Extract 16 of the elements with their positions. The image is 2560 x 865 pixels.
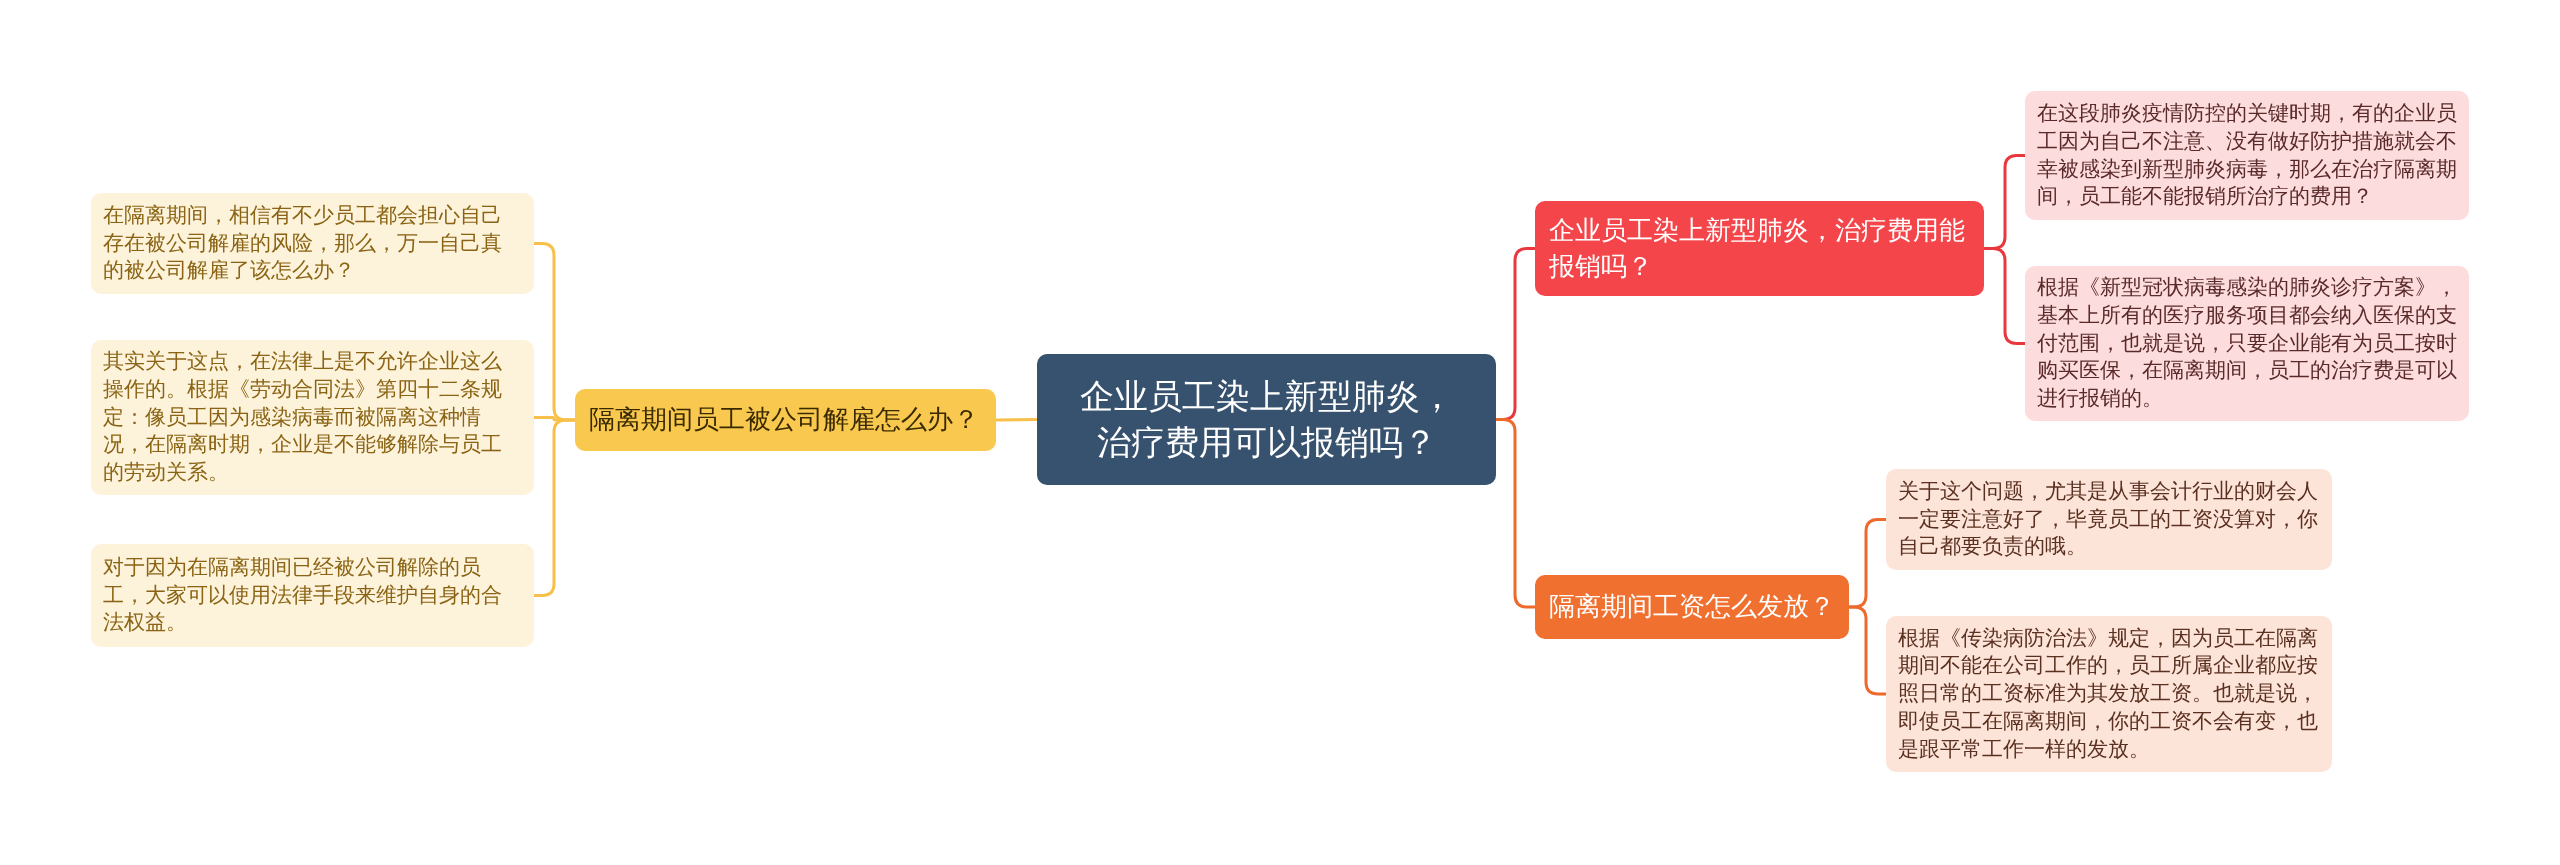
note-box: 根据《新型冠状病毒感染的肺炎诊疗方案》，基本上所有的医疗服务项目都会纳入医保的支付范围，也就是说，只要企业能有为员工按时购买医保，在隔离期间，员工的治疗费是可以进行报销的。 (2025, 266, 2469, 421)
topic-box: 隔离期间员工被公司解雇怎么办？ (575, 389, 996, 451)
topic-box: 企业员工染上新型肺炎，治疗费用能报销吗？ (1535, 201, 1984, 296)
note-box: 根据《传染病防治法》规定，因为员工在隔离期间不能在公司工作的，员工所属企业都应按照日常的工资标准为其发放工资。也就是说，即使员工在隔离期间，你的工资不会有变，也是跟平常工作一样的发放。 (1886, 616, 2332, 772)
central-topic-box: 企业员工染上新型肺炎，治疗费用可以报销吗？ (1037, 354, 1496, 485)
connector-line (534, 418, 575, 597)
note-box: 在隔离期间，相信有不少员工都会担心自己存在被公司解雇的风险，那么，万一自己真的被公司解雇了该怎么办？ (91, 193, 534, 294)
topic-box: 隔离期间工资怎么发放？ (1535, 575, 1849, 639)
connector-line (1496, 418, 1535, 609)
connector-line (1984, 247, 2025, 345)
note-box: 对于因为在隔离期间已经被公司解除的员工，大家可以使用法律手段来维护自身的合法权益。 (91, 544, 534, 647)
note-box: 在这段肺炎疫情防控的关键时期，有的企业员工因为自己不注意、没有做好防护措施就会不幸被感染到新型肺炎病毒，那么在治疗隔离期间，员工能不能报销所治疗的费用？ (2025, 91, 2469, 220)
connector-line (1849, 605, 1886, 696)
note-box: 其实关于这点，在法律上是不允许企业这么操作的。根据《劳动合同法》第四十二条规定：像员工因为感染病毒而被隔离这种情况，在隔离时期，企业是不能够解除与员工的劳动关系。 (91, 340, 534, 495)
connector-line (995, 418, 1038, 422)
note-box: 关于这个问题，尤其是从事会计行业的财会人一定要注意好了，毕竟员工的工资没算对，你自己都要负责的哦。 (1886, 469, 2332, 570)
